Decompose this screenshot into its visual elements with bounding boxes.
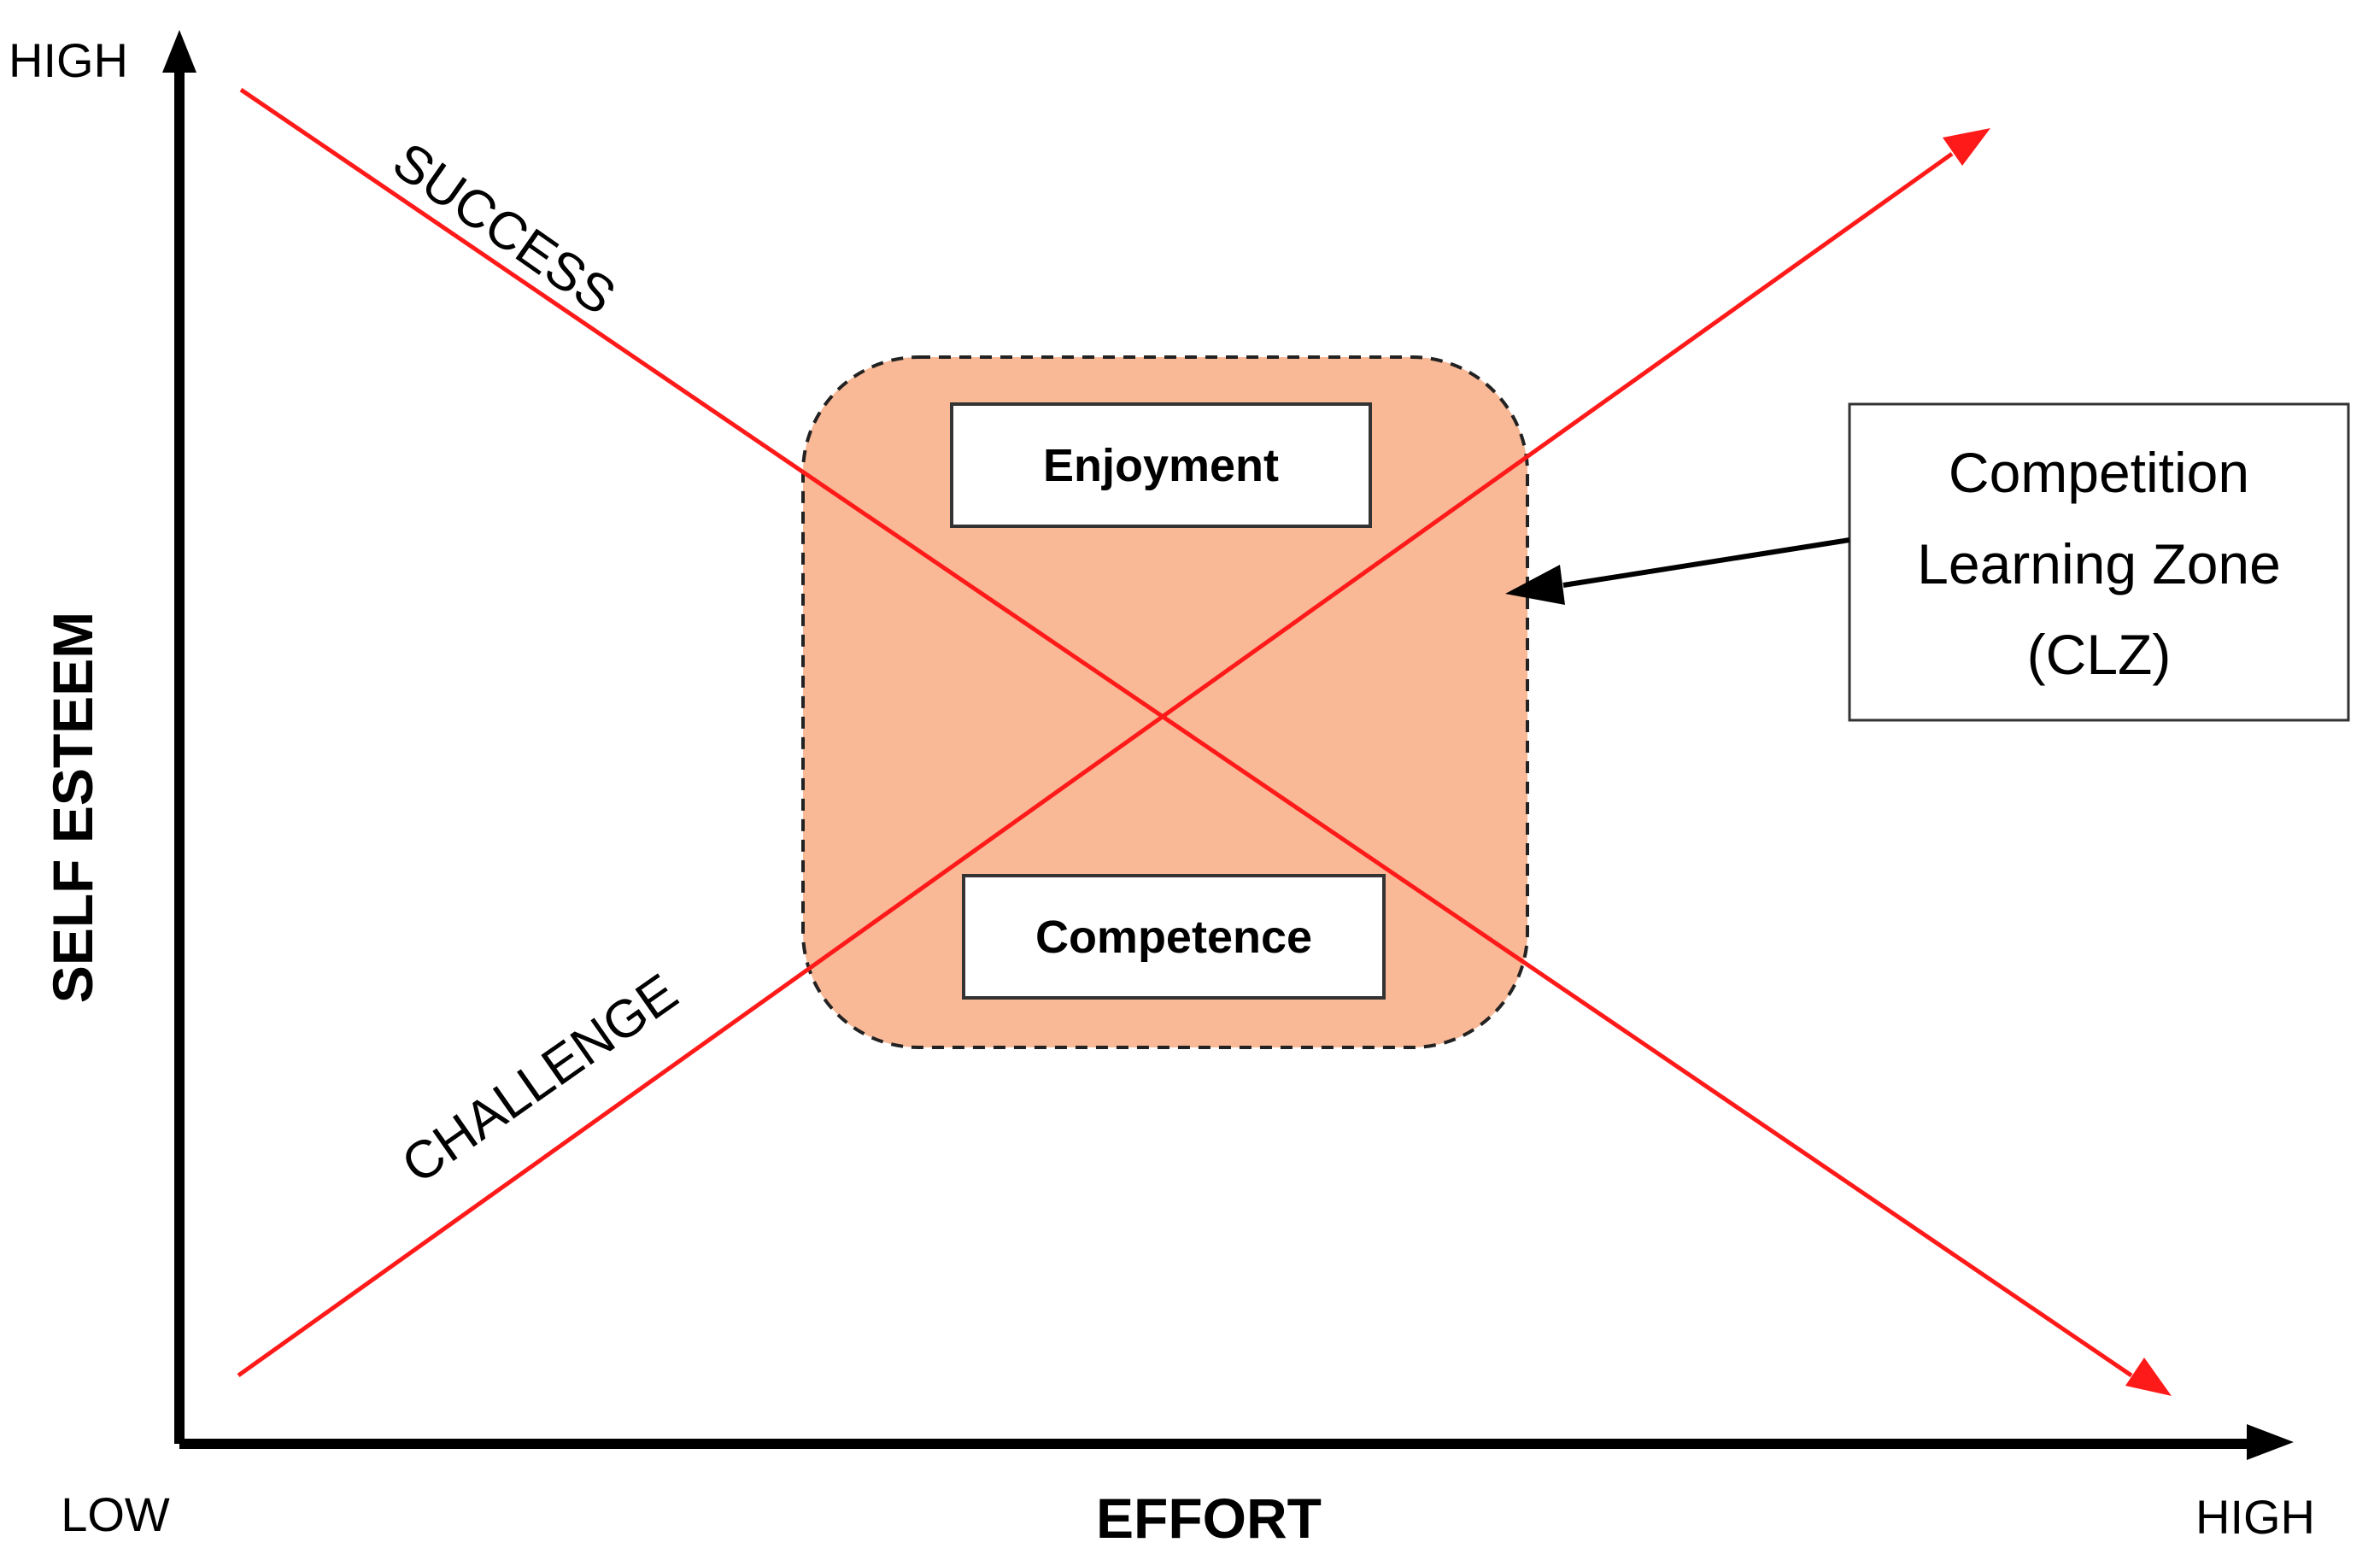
clz-callout-box (1848, 402, 2350, 722)
enjoyment-label: Enjoyment (1043, 440, 1279, 491)
x-axis-arrowhead (2247, 1424, 2294, 1460)
x-axis-high-label: HIGH (2195, 1490, 2315, 1544)
competence-box (962, 874, 1386, 1000)
success-arrowhead (2125, 1358, 2172, 1396)
x-axis-title: EFFORT (1096, 1487, 1322, 1550)
enjoyment-box (950, 402, 1372, 528)
success-line-label: SUCCESS (382, 132, 625, 326)
clz-pointer-arrowhead (1505, 565, 1565, 605)
clz-callout-line-1: Competition (1949, 441, 2249, 504)
clz-callout-line-2: Learning Zone (1917, 532, 2281, 595)
clz-callout-line-3: (CLZ) (2027, 623, 2172, 686)
x-axis-low-label: LOW (61, 1487, 170, 1541)
challenge-line (237, 151, 1954, 1378)
y-axis-arrowhead (162, 30, 196, 73)
y-axis-title: SELF ESTEEM (41, 612, 104, 1003)
success-line (239, 87, 2133, 1378)
challenge-arrowhead (1943, 128, 1990, 166)
y-axis-high-label: HIGH (9, 33, 128, 87)
clz-pointer-line (1562, 537, 1850, 588)
competence-label: Competence (1035, 912, 1312, 963)
